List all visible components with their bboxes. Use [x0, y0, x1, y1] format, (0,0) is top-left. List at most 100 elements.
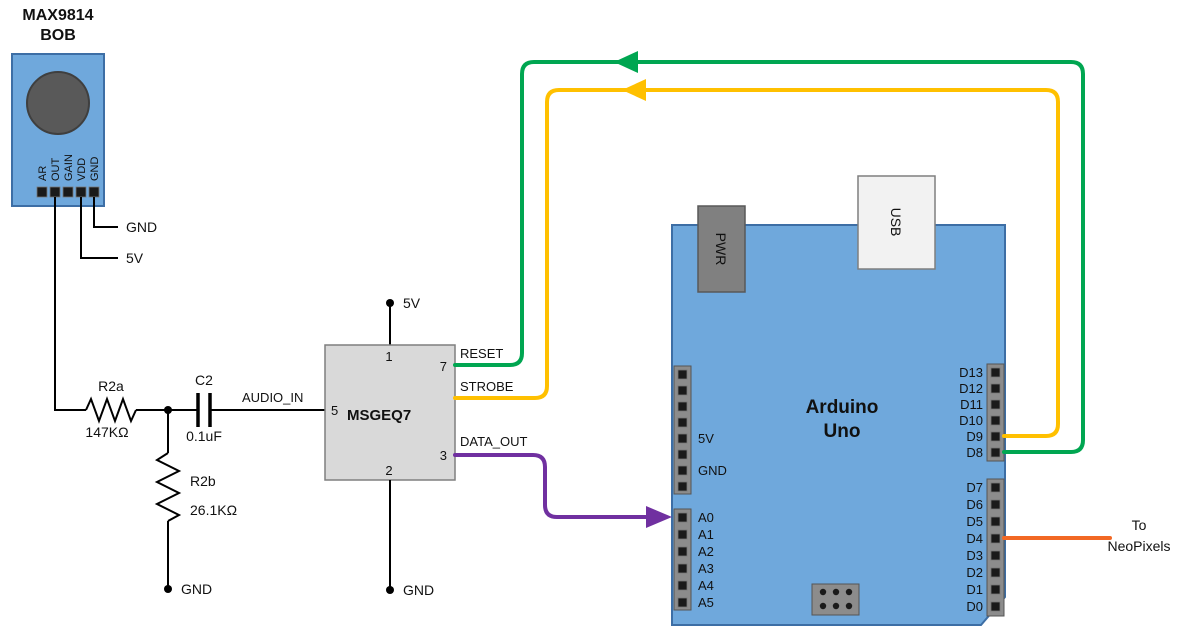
pin-header [673, 365, 692, 495]
pin-a3 [677, 563, 688, 574]
msgeq7-chip: 5V MSGEQ7 1 7 5 3 2 GND RESET STROBE DAT… [324, 295, 527, 598]
arduino-name-line2: Uno [824, 421, 861, 442]
label-d11: D11 [960, 397, 983, 412]
msgeq7-gnd-label: GND [403, 582, 434, 598]
max9814-title-line1: MAX9814 [22, 7, 93, 24]
microphone-icon [26, 71, 90, 135]
label-a2: A2 [698, 544, 714, 559]
c2-name: C2 [195, 372, 213, 388]
pin [677, 449, 688, 460]
max9814-title-line2: BOB [40, 27, 76, 44]
c2-value: 0.1uF [186, 428, 222, 444]
pin-d12 [990, 383, 1001, 394]
pin-d2 [990, 567, 1001, 578]
strobe-wire [453, 88, 1060, 438]
label-d6: D6 [966, 497, 983, 512]
arduino-uno: PWR USB Arduino Uno 5V GND [671, 175, 1006, 626]
pin-d5 [990, 516, 1001, 527]
pin-d0 [990, 601, 1001, 612]
neopixels-label-line2: NeoPixels [1107, 538, 1170, 554]
label-d9: D9 [966, 429, 983, 444]
pin-d6 [990, 499, 1001, 510]
msgeq7-pin-5: 5 [331, 403, 338, 418]
label-d13: D13 [959, 365, 983, 380]
usb-connector [857, 175, 936, 270]
pin-d3 [990, 550, 1001, 561]
mic-gnd-label: GND [126, 219, 157, 235]
right-upper-digital-header: D13 D12 D11 D10 D9 D8 [959, 363, 1005, 462]
label-d4: D4 [966, 531, 983, 546]
msgeq7-pin-7: 7 [440, 359, 447, 374]
pin-d8 [990, 447, 1001, 458]
mic-pin-label-gain: GAIN [63, 154, 75, 181]
mic-pin-label-ar: AR [37, 166, 49, 181]
mic-5v-wire [80, 197, 118, 259]
mic-pin-out [49, 186, 61, 198]
signal-wires [453, 51, 1112, 540]
label-d2: D2 [966, 565, 983, 580]
pin-a0 [677, 512, 688, 523]
pin-header [673, 508, 692, 611]
msgeq7-pin-1: 1 [385, 349, 392, 364]
msgeq7-gnd-dot [386, 586, 394, 594]
pin-d4 [990, 533, 1001, 544]
mic-5v-label: 5V [126, 250, 144, 266]
label-a1: A1 [698, 527, 714, 542]
r2a-value: 147KΩ [85, 424, 128, 440]
reset-arrow-icon [614, 51, 638, 73]
icsp-pin [832, 602, 840, 610]
passive-network: R2a 147KΩ C2 0.1uF AUDIO_IN GND R2b 26.1… [85, 372, 325, 597]
mic-pin-label-gnd: GND [89, 157, 101, 182]
mic-pin-ar [36, 186, 48, 198]
arduino-5v-label: 5V [698, 431, 714, 446]
label-d5: D5 [966, 514, 983, 529]
data-out-label: DATA_OUT [460, 434, 527, 449]
pin-a2 [677, 546, 688, 557]
pwr-label: PWR [713, 233, 729, 266]
label-d12: D12 [959, 381, 983, 396]
pin-header [986, 478, 1005, 617]
strobe-label: STROBE [460, 379, 514, 394]
r2b-name: R2b [190, 473, 216, 489]
icsp-pin [845, 602, 853, 610]
label-a3: A3 [698, 561, 714, 576]
msgeq7-name: MSGEQ7 [347, 407, 411, 424]
resistor-r2a [85, 396, 137, 424]
mic-pin-gnd [88, 186, 100, 198]
resistor-r2b [154, 452, 182, 522]
mic-pin-gain [62, 186, 74, 198]
pin [677, 369, 688, 380]
neopixels-label-line1: To [1132, 517, 1147, 533]
pin [677, 433, 688, 444]
pin-d13 [990, 367, 1001, 378]
pin-a4 [677, 580, 688, 591]
label-d7: D7 [966, 480, 983, 495]
strobe-arrow-icon [622, 79, 646, 101]
pin [677, 401, 688, 412]
mic-pin-vdd [75, 186, 87, 198]
msgeq7-body [324, 344, 456, 481]
label-a4: A4 [698, 578, 714, 593]
msgeq7-5v-dot [386, 299, 394, 307]
pin-header [986, 363, 1005, 462]
label-d10: D10 [959, 413, 983, 428]
pin [677, 481, 688, 492]
icsp-pin [819, 588, 827, 596]
icsp-block [811, 583, 860, 616]
r2b-gnd-label: GND [181, 581, 212, 597]
label-a0: A0 [698, 510, 714, 525]
mic-gnd-wire [93, 197, 118, 228]
icsp-pin [832, 588, 840, 596]
msgeq7-pin-3: 3 [440, 448, 447, 463]
mic-out-wire [54, 197, 86, 411]
msgeq7-pin-2: 2 [385, 463, 392, 478]
pin-d9 [990, 431, 1001, 442]
right-lower-digital-header: D7 D6 D5 D4 D3 D2 D1 D0 [966, 478, 1005, 617]
pin-d10 [990, 415, 1001, 426]
usb-label: USB [888, 208, 904, 237]
pin [677, 385, 688, 396]
label-d0: D0 [966, 599, 983, 614]
icsp-pin [845, 588, 853, 596]
